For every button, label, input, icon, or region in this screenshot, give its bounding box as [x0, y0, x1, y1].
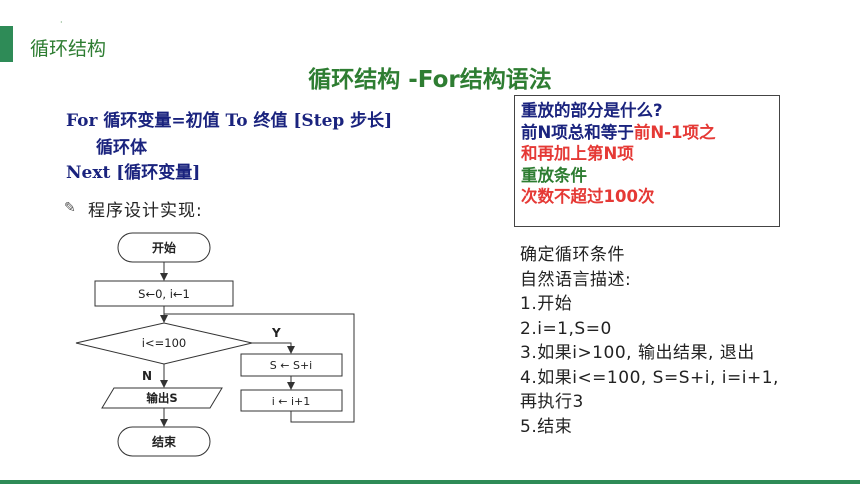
step-line: 3.如果i>100, 输出结果, 退出: [520, 343, 755, 363]
callout-condition: 次数不超过100次: [521, 187, 655, 206]
callout-answer-part-2: 前N-1项之: [633, 122, 716, 142]
footer-accent-bar: [0, 480, 860, 484]
implementation-label: 程序设计实现:: [88, 201, 203, 221]
callout-condition-label: 重放条件: [521, 165, 587, 185]
flow-increment-box: [240, 389, 343, 412]
slide-title: 循环结构 -For结构语法: [308, 67, 552, 93]
syntax-line-2: 循环体: [96, 138, 147, 158]
step-line: 2.i=1,S=0: [520, 318, 612, 339]
flow-start-terminal: [117, 232, 211, 263]
step-line: 4.如果i<=100, S=S+i, i=i+1,: [520, 367, 779, 388]
flow-end-label: 结束: [152, 434, 177, 449]
flow-sum-label: S ← S+i: [270, 359, 312, 372]
step-line: 5.结束: [520, 416, 573, 437]
pencil-icon: ✎: [64, 200, 76, 216]
step-line: 1.开始: [520, 294, 573, 314]
step-line: 确定循环条件: [520, 245, 625, 265]
flow-output-parallelogram: [101, 387, 223, 409]
flow-yes-label: Y: [271, 326, 281, 340]
flow-decision: [75, 322, 253, 365]
flow-no-label: N: [142, 369, 152, 383]
callout-box: 重放的部分是什么? 前N项总和等于前N-1项之 和再加上第N项 重放条件 次数不…: [514, 95, 780, 227]
step-line: 自然语言描述:: [520, 269, 632, 290]
header-title: 循环结构: [30, 38, 107, 60]
flow-end-terminal: [117, 426, 211, 457]
flow-increment-label: i ← i+1: [272, 395, 311, 408]
flow-output-label: 输出S: [146, 391, 177, 405]
callout-answer-part-1: 前N项总和等于: [521, 122, 634, 142]
flow-decision-label: i<=100: [142, 336, 186, 350]
flow-init-label: S←0, i←1: [138, 287, 190, 301]
flow-init-box: [94, 280, 234, 307]
natural-language-steps: 确定循环条件 自然语言描述: 1.开始 2.i=1,S=0 3.如果i>100,…: [520, 243, 779, 439]
decor-dot: ·: [60, 18, 63, 27]
callout-answer-line-2: 和再加上第N项: [521, 144, 634, 163]
header-accent-bar: [0, 26, 13, 62]
flow-sum-box: [240, 353, 343, 377]
flow-start-label: 开始: [152, 240, 176, 255]
syntax-line-1: For 循环变量=初值 To 终值 [Step 步长]: [66, 111, 393, 131]
step-line: 再执行3: [520, 392, 584, 412]
callout-answer-line-1: 前N项总和等于前N-1项之: [521, 122, 773, 144]
callout-question: 重放的部分是什么?: [521, 101, 663, 120]
syntax-line-3: Next [循环变量]: [66, 163, 201, 183]
